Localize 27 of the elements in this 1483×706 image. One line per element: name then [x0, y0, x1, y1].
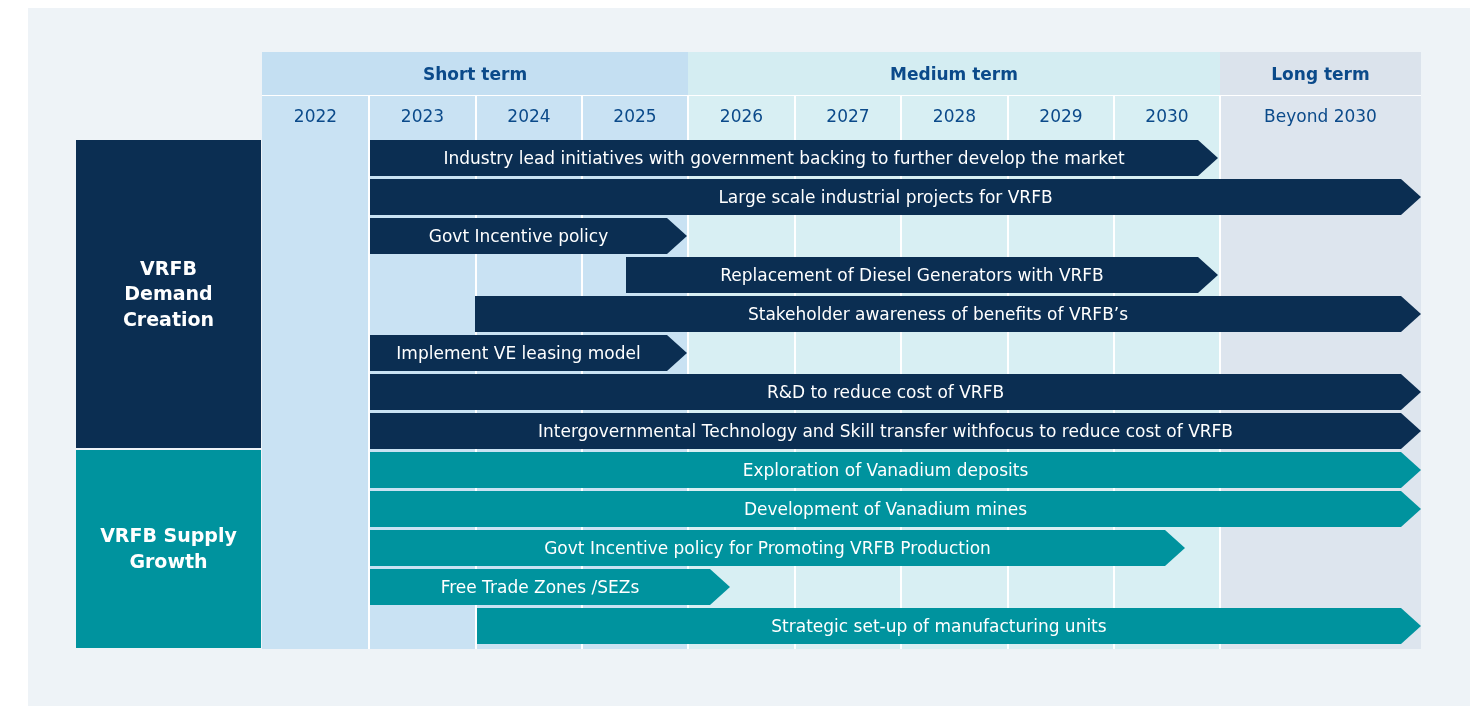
- timeline-arrow-bar: Implement VE leasing model: [370, 335, 687, 371]
- timeline-arrow-bar: Stakeholder awareness of benefits of VRFB’s: [475, 296, 1421, 332]
- row-group-header: VRFB Demand Creation: [76, 140, 261, 448]
- timeline-arrow-bar: Strategic set-up of manufacturing units: [477, 608, 1421, 644]
- timeline-arrow-bar: Free Trade Zones /SEZs: [370, 569, 730, 605]
- year-header: 2022: [292, 105, 339, 128]
- timeline-arrow-bar: Large scale industrial projects for VRFB: [370, 179, 1421, 215]
- year-header: 2024: [506, 105, 552, 128]
- year-header: 2023: [399, 105, 446, 128]
- term-header: Medium term: [688, 52, 1220, 95]
- timeline-arrow-bar: Industry lead initiatives with government backing to further develop the market: [370, 140, 1218, 176]
- term-header: Short term: [262, 52, 688, 95]
- timeline-arrow-bar: Replacement of Diesel Generators with VRFB: [626, 257, 1218, 293]
- timeline-arrow-bar: Development of Vanadium mines: [370, 491, 1421, 527]
- timeline-arrow-bar: Exploration of Vanadium deposits: [370, 452, 1421, 488]
- timeline-arrow-bar: Govt Incentive policy for Promoting VRFB Production: [370, 530, 1185, 566]
- year-header: 2027: [825, 105, 871, 128]
- year-header: 2029: [1038, 105, 1084, 128]
- timeline-arrow-bar: Intergovernmental Technology and Skill transfer withfocus to reduce cost of VRFB: [370, 413, 1421, 449]
- year-header: 2028: [931, 105, 978, 128]
- year-header: Beyond 2030: [1263, 105, 1378, 128]
- year-header: 2026: [718, 105, 765, 128]
- timeline-arrow-bar: R&D to reduce cost of VRFB: [370, 374, 1421, 410]
- year-header: 2030: [1144, 105, 1190, 128]
- row-group-header: VRFB Supply Growth: [76, 450, 261, 648]
- timeline-arrow-bar: Govt Incentive policy: [370, 218, 687, 254]
- year-header: 2025: [612, 105, 658, 128]
